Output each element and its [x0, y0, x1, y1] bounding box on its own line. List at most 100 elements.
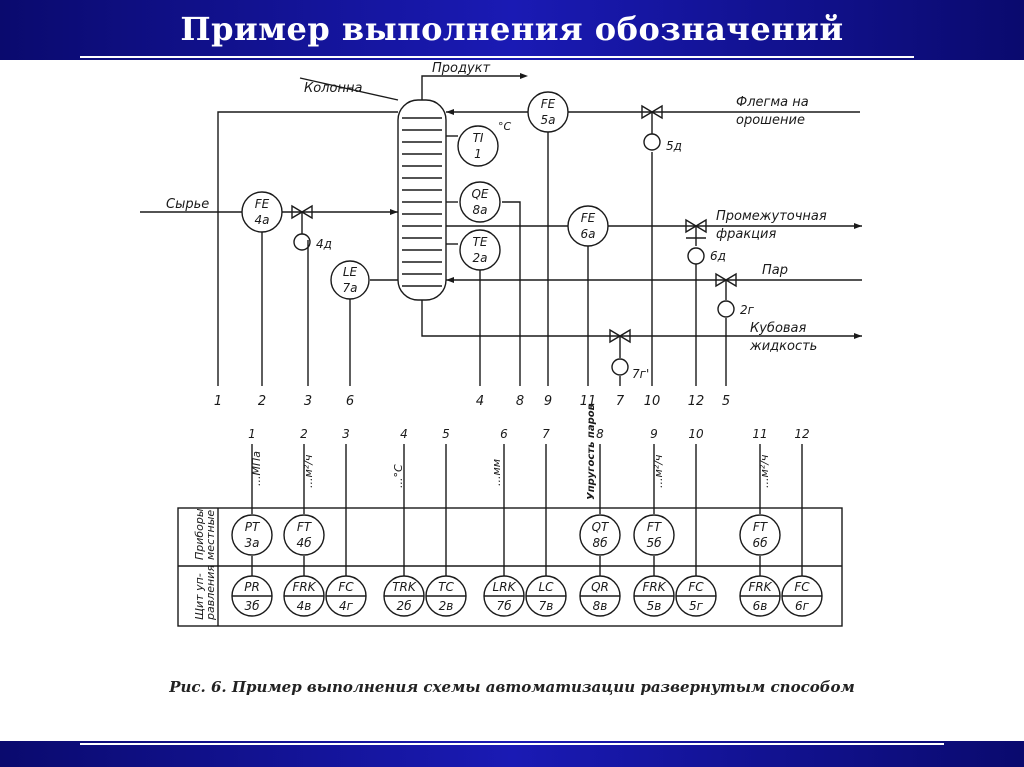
device-pos: 7в — [539, 599, 554, 613]
unit-label: °C — [498, 120, 512, 133]
valve-5d — [641, 104, 663, 120]
footer-rule — [80, 743, 944, 745]
device-code: FT — [753, 520, 769, 534]
line-number: 2 — [258, 394, 266, 409]
device-pos: 5б — [646, 536, 662, 550]
device-code: LRK — [493, 580, 517, 594]
device-code: FT — [647, 520, 663, 534]
actuator-4d: 4д — [293, 233, 332, 251]
line-number: 2 — [300, 427, 308, 441]
line-number: 3 — [342, 427, 350, 441]
device-code: PR — [244, 580, 260, 594]
device-pos: 6г — [795, 599, 810, 613]
instrument-fe-5a: FE 5а — [527, 91, 569, 133]
line-number: 4 — [400, 427, 408, 441]
line-number: 1 — [214, 394, 222, 409]
instrument-fe-4a: FE 4а — [241, 191, 283, 233]
intermediate-arrow — [854, 223, 862, 229]
device-code: TRK — [392, 580, 417, 594]
figure-caption: Рис. 6. Пример выполнения схемы автомати… — [169, 678, 855, 696]
valve-6d — [685, 218, 707, 239]
instrument-pos: 4а — [255, 213, 270, 227]
intermediate-label-1: Промежуточная — [716, 209, 827, 224]
line-number: 10 — [644, 394, 661, 409]
line-number: 8 — [596, 427, 604, 441]
actuator-label: 7г' — [632, 367, 649, 381]
actuator-label: 2г — [740, 303, 755, 317]
device-pos: 2в — [439, 599, 454, 613]
board-device-trk: TRK 2б — [383, 575, 425, 617]
instrument-code: FE — [255, 197, 270, 211]
device-pos: 4в — [297, 599, 312, 613]
actuator-6d: 6д — [687, 247, 726, 265]
instrument-code: QE — [471, 187, 488, 201]
line-number: 6 — [500, 427, 508, 441]
board-device-fc: FC 5г — [675, 575, 717, 617]
device-ft-4b: FT 4б — [283, 514, 325, 556]
intermediate-label-2: фракция — [716, 227, 776, 242]
device-pt-3a: PT 3а — [231, 514, 273, 556]
actuator-label: 4д — [316, 237, 332, 251]
local-devices: PT 3а FT 4б QT 8б FT 5б FT 6б — [231, 514, 781, 556]
bottoms-label-1: Кубовая — [750, 321, 807, 336]
device-ft-5b: FT 5б — [633, 514, 675, 556]
instrument-fe-6a: FE 6а — [567, 205, 609, 247]
title-underline — [80, 56, 914, 58]
scale-label: Упругость паров — [586, 404, 597, 500]
line-number: 10 — [688, 427, 704, 441]
steam-arrow — [446, 277, 454, 283]
instrument-qe-8a: QE 8а — [459, 181, 501, 223]
scale-label: ...м²/ч — [302, 454, 315, 488]
automation-diagram: 4д 5д 6д 2г 7г' FE 4а LE 7а TI 1 °C QE 8… — [140, 61, 862, 627]
feed-label: Сырье — [166, 197, 209, 212]
instrument-code: FE — [541, 97, 556, 111]
device-code: PT — [245, 520, 261, 534]
device-pos: 5в — [647, 599, 662, 613]
device-code: LC — [538, 580, 554, 594]
actuator-5d: 5д — [643, 133, 682, 153]
device-ft-6b: FT 6б — [739, 514, 781, 556]
column-trays — [402, 117, 442, 287]
bottoms-arrow — [854, 333, 862, 339]
line-number: 7 — [616, 394, 625, 409]
instrument-ti-1: TI 1 °C — [457, 120, 512, 167]
footer-bar — [0, 741, 1024, 767]
line-number: 9 — [650, 427, 658, 441]
top-numbers: 1 2 3 6 4 8 9 11 7 10 12 5 — [214, 394, 730, 409]
device-pos: 7б — [496, 599, 512, 613]
control-panel-table: Приборы местные Щит уп- равления — [177, 507, 843, 627]
device-pos: 5г — [689, 599, 704, 613]
actuator-label: 5д — [666, 139, 682, 153]
device-code: FC — [688, 580, 704, 594]
line-number: 8 — [516, 394, 524, 409]
row-label-board: равления — [204, 565, 217, 621]
device-code: FT — [297, 520, 313, 534]
device-pos: 2б — [396, 599, 412, 613]
instrument-code: LE — [343, 265, 358, 279]
device-code: QT — [592, 520, 610, 534]
bottoms-label-2: жидкость — [749, 339, 817, 354]
valve-4d — [291, 204, 313, 220]
device-code: FRK — [748, 580, 772, 594]
column-leader — [299, 77, 399, 101]
instrument-pos: 7а — [343, 281, 358, 295]
device-pos: 6б — [752, 536, 768, 550]
line-number: 5 — [442, 427, 450, 441]
line-number: 6 — [346, 394, 354, 409]
device-code: FC — [338, 580, 354, 594]
left-signal-line — [217, 111, 398, 386]
feed-arrow — [390, 209, 398, 215]
instrument-pos: 6а — [581, 227, 596, 241]
instrument-pos: 8а — [473, 203, 488, 217]
instrument-le-7a: LE 7а — [330, 260, 370, 300]
row-label-local: местные — [204, 510, 217, 560]
title-bar: Пример выполнения обозначений — [0, 0, 1024, 60]
line-number: 12 — [688, 394, 705, 409]
bottoms-line — [421, 300, 862, 337]
reflux-label-2: орошение — [736, 113, 805, 128]
